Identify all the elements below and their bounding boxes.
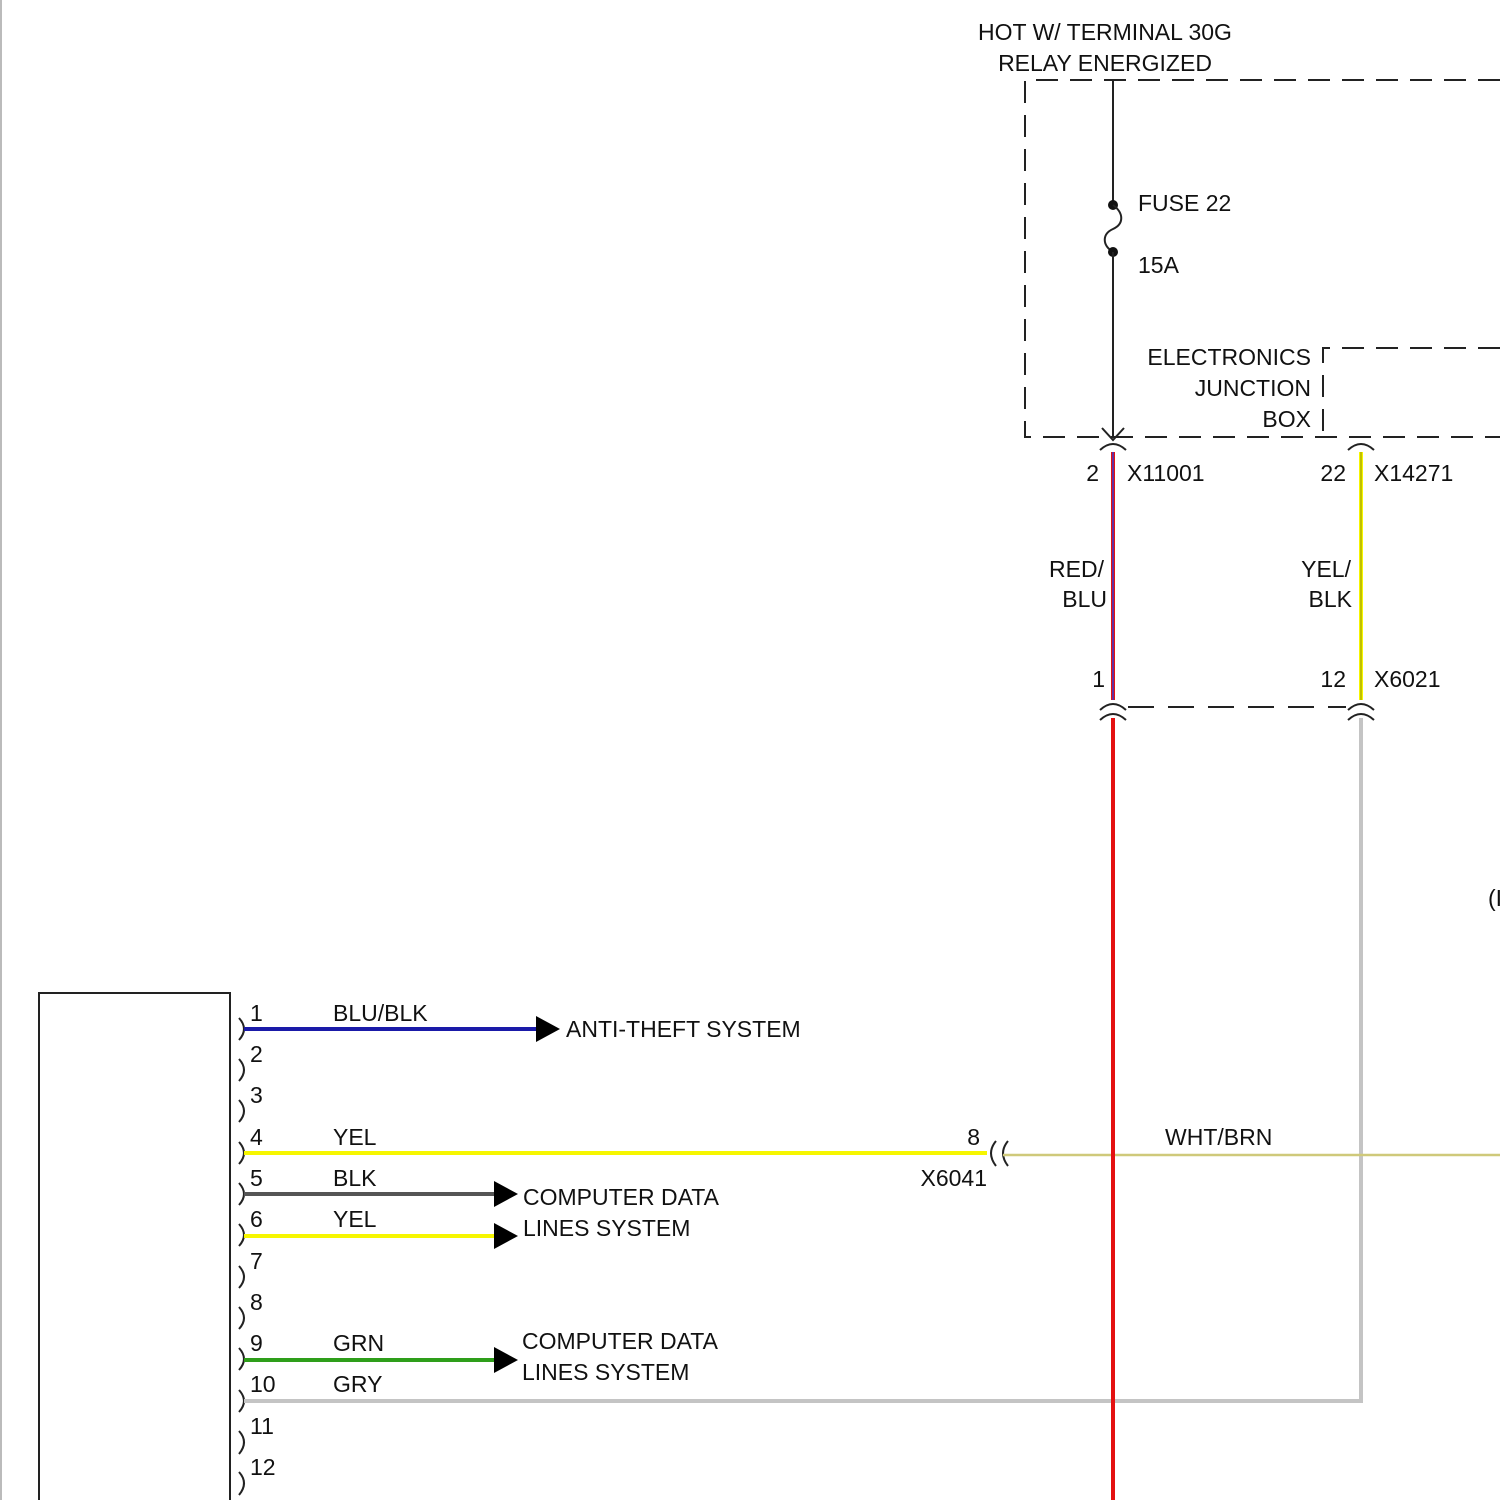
- connector-x14271-id: X14271: [1374, 460, 1453, 486]
- module-pin-8: 8: [250, 1289, 263, 1315]
- module-pin-1: 1: [250, 1000, 263, 1026]
- arrow-cdl-a-pin6: [494, 1223, 518, 1249]
- power-source-label-line2: RELAY ENERGIZED: [998, 50, 1212, 76]
- pin-5-hook: [239, 1183, 244, 1205]
- connector-x14271-pin: 22: [1320, 460, 1346, 486]
- pin-12-hook: [239, 1472, 244, 1495]
- wire-pin1-label: BLU/BLK: [333, 1000, 428, 1026]
- module-pin-2: 2: [250, 1041, 263, 1067]
- junction-box-label-line3: BOX: [1262, 406, 1311, 432]
- junction-box-outline: [1323, 348, 1500, 437]
- connector-x11001-pin: 2: [1086, 460, 1099, 486]
- module-pin-12: 12: [250, 1454, 276, 1480]
- module-pin-9: 9: [250, 1330, 263, 1356]
- pin-2-hook: [239, 1059, 244, 1081]
- connector-x6021-pin-1: 1: [1092, 666, 1105, 692]
- module-pin-10: 10: [250, 1371, 276, 1397]
- arrow-anti-theft: [536, 1016, 560, 1042]
- module-pin-6: 6: [250, 1206, 263, 1232]
- connector-x6021-id: X6021: [1374, 666, 1441, 692]
- pin-10-hook: [239, 1390, 244, 1412]
- destination-cdl-b-line1: COMPUTER DATA: [522, 1328, 719, 1354]
- connector-x6041-id: X6041: [920, 1165, 987, 1191]
- junction-box-label-line1: ELECTRONICS: [1147, 344, 1311, 370]
- module-pin-4: 4: [250, 1124, 263, 1150]
- wire-wht-brn-label: WHT/BRN: [1165, 1124, 1272, 1150]
- fuse-name: FUSE 22: [1138, 190, 1231, 216]
- pin-1-hook: [239, 1018, 244, 1040]
- pin-3-hook: [239, 1100, 244, 1122]
- fuse-22-symbol: [1105, 205, 1122, 252]
- module-body: [39, 993, 230, 1500]
- pin-9-hook: [239, 1348, 244, 1370]
- connector-x6021-symbol-pin1: [1100, 704, 1126, 720]
- arrow-cdl-b: [494, 1347, 518, 1373]
- module-pin-11: 11: [250, 1413, 274, 1439]
- arrow-cdl-a-pin5: [494, 1181, 518, 1207]
- pin-6-hook: [239, 1224, 244, 1246]
- destination-cdl-b-line2: LINES SYSTEM: [522, 1359, 689, 1385]
- wire-red-blu-label-line2: BLU: [1062, 586, 1107, 612]
- wire-pin5-label: BLK: [333, 1165, 377, 1191]
- module-pin-5: 5: [250, 1165, 263, 1191]
- module-pin-7: 7: [250, 1248, 263, 1274]
- wire-yel-blk-label-line2: BLK: [1309, 586, 1353, 612]
- wire-pin6-label: YEL: [333, 1206, 377, 1232]
- pin-8-hook: [239, 1307, 244, 1329]
- connector-x6041-symbol: [991, 1141, 1008, 1166]
- pin-7-hook: [239, 1266, 244, 1288]
- power-source-label-line1: HOT W/ TERMINAL 30G: [978, 19, 1232, 45]
- module-pin-3: 3: [250, 1082, 263, 1108]
- connector-x14271-symbol: [1348, 444, 1374, 450]
- connector-x6041-pin: 8: [967, 1124, 980, 1150]
- wire-pin4-label: YEL: [333, 1124, 377, 1150]
- destination-cdl-a-line2: LINES SYSTEM: [523, 1215, 690, 1241]
- pin-4-hook: [239, 1142, 244, 1164]
- wire-red-blu-label-line1: RED/: [1049, 556, 1105, 582]
- junction-box-label-line2: JUNCTION: [1195, 375, 1311, 401]
- fuse-rating: 15A: [1138, 252, 1180, 278]
- destination-anti-theft: ANTI-THEFT SYSTEM: [566, 1016, 801, 1042]
- connector-x6021-pin-12: 12: [1320, 666, 1346, 692]
- wire-pin10-label: GRY: [333, 1371, 382, 1397]
- wire-pin9-label: GRN: [333, 1330, 384, 1356]
- wire-yel-blk-label-line1: YEL/: [1301, 556, 1351, 582]
- module-pin-hooks: [239, 1018, 244, 1495]
- pin-11-hook: [239, 1431, 244, 1454]
- clipped-edge-label: (I: [1488, 885, 1500, 911]
- connector-x6021-symbol-pin12: [1348, 704, 1374, 720]
- destination-cdl-a-line1: COMPUTER DATA: [523, 1184, 720, 1210]
- connector-x11001-id: X11001: [1127, 460, 1205, 486]
